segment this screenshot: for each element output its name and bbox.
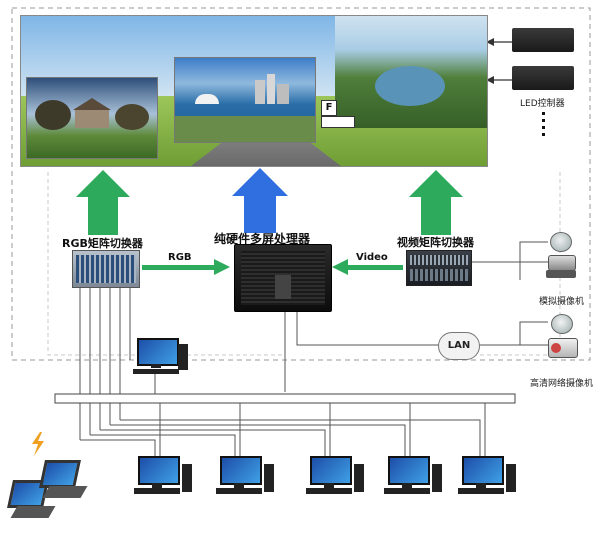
client-pc-3 <box>306 456 352 494</box>
led-arrow-1 <box>486 38 494 46</box>
video-arrow-shaft <box>345 265 403 270</box>
video-arrow-head <box>332 259 348 275</box>
rgb-switcher-label: RGB矩阵切换器 <box>62 237 143 250</box>
rgb-link-label: RGB <box>168 252 192 263</box>
lan-camera-line <box>476 321 548 346</box>
lake-window <box>335 16 487 128</box>
road-sign: F <box>321 100 337 116</box>
hd-camera-box <box>548 338 578 358</box>
dashed-link-left <box>47 172 285 356</box>
rgb-arrow-shaft <box>142 265 217 270</box>
rgb-arrow-head <box>214 259 230 275</box>
control-pc <box>133 338 179 374</box>
client-pc-2 <box>216 456 262 494</box>
multi-screen-processor <box>234 244 332 312</box>
led-controller-2 <box>512 66 574 90</box>
green-arrow-left <box>76 170 130 235</box>
hd-camera-label: 高清网络摄像机 <box>530 379 594 389</box>
analog-camera-dome <box>550 232 572 252</box>
led-controller-label: LED控制器 <box>520 99 565 109</box>
client-pc-4-tower <box>432 464 442 492</box>
video-switcher-label: 视频矩阵切换器 <box>397 236 474 249</box>
led-controller-1 <box>512 28 574 52</box>
client-pc-5-tower <box>506 464 516 492</box>
analog-camera-base <box>546 270 576 278</box>
analog-camera-label: 模拟摄像机 <box>539 297 585 307</box>
video-link-label: Video <box>356 252 388 263</box>
laptop-2 <box>38 460 88 500</box>
wireless-icon <box>32 432 44 456</box>
led-arrow-2 <box>486 76 494 84</box>
control-pc-tower <box>178 344 188 370</box>
harbor-window <box>174 57 316 143</box>
house-window <box>26 77 158 159</box>
client-pc-2-tower <box>264 464 274 492</box>
network-bus <box>54 393 516 404</box>
processor-label: 纯硬件多屏处理器 <box>214 232 311 246</box>
video-camera-line <box>470 241 548 263</box>
analog-camera-box <box>548 255 576 271</box>
hd-camera-dome <box>551 314 573 334</box>
processor-lan-line <box>296 308 440 346</box>
client-pc-3-tower <box>354 464 364 492</box>
blue-arrow-center <box>232 168 288 233</box>
green-arrow-right <box>409 170 463 235</box>
lan-cloud: LAN <box>438 332 480 360</box>
system-boundary <box>11 7 591 361</box>
client-pc-1 <box>134 456 180 494</box>
client-pc-4 <box>384 456 430 494</box>
client-pc-5 <box>458 456 504 494</box>
video-matrix-switcher <box>406 250 472 286</box>
client-pc-1-tower <box>182 464 192 492</box>
more-indicator <box>542 112 545 140</box>
rgb-matrix-switcher <box>72 250 140 288</box>
